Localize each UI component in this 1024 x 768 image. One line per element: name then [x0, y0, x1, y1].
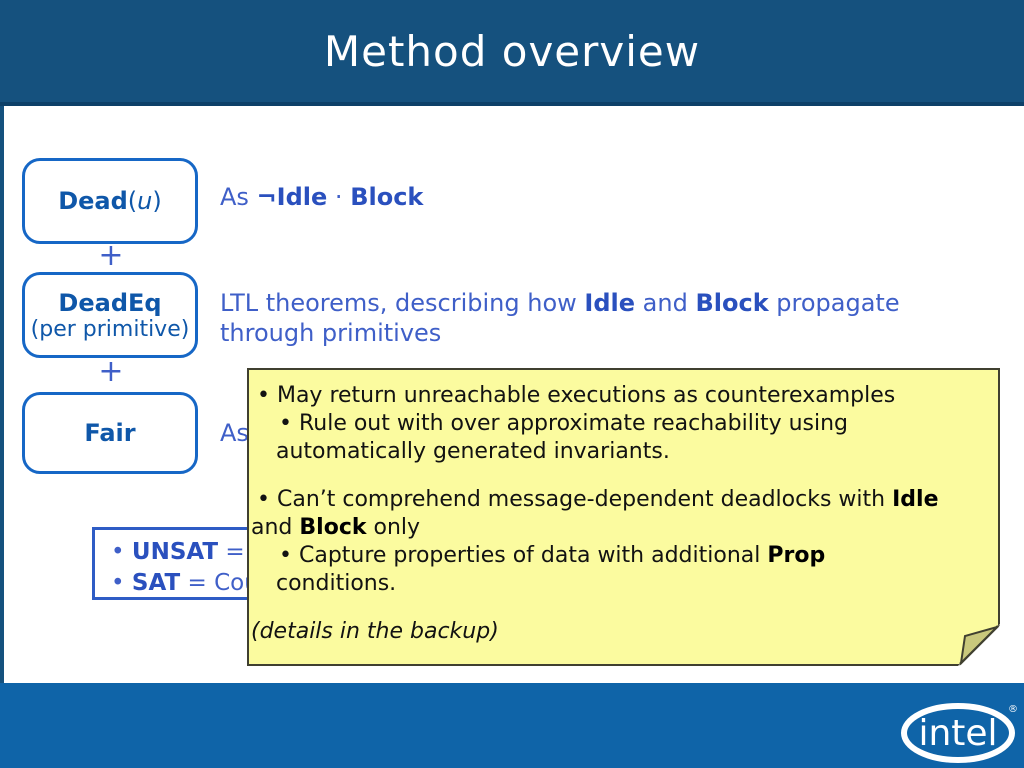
note-line: • Can’t comprehend message-dependent dea…	[257, 487, 939, 512]
dead-box: Dead(u)	[22, 158, 198, 244]
note-line: conditions.	[276, 571, 397, 596]
note-line: • Rule out with over approximate reachab…	[279, 411, 849, 436]
dead-box-label: Dead(u)	[58, 187, 162, 215]
sticky-note: • May return unreachable executions as c…	[247, 368, 1000, 666]
plus-sign-1: +	[98, 238, 124, 273]
note-line: automatically generated invariants.	[276, 439, 670, 464]
deadeq-description-line2: through primitives	[220, 319, 442, 347]
deadeq-description: LTL theorems, describing how Idle and Bl…	[220, 288, 900, 348]
note-line: • May return unreachable executions as c…	[257, 383, 896, 408]
fair-box: Fair	[22, 392, 198, 474]
slide-left-edge	[0, 106, 4, 683]
intel-logo-icon: intel ®	[901, 703, 1018, 763]
plus-sign-2: +	[98, 354, 124, 389]
folded-corner-icon	[958, 624, 1000, 666]
dead-description: As ¬Idle · Block	[220, 183, 424, 211]
deadeq-box-sublabel: (per primitive)	[30, 316, 190, 342]
svg-text:intel: intel	[918, 713, 997, 754]
deadeq-box-label: DeadEq	[58, 288, 162, 317]
note-backup-line: (details in the backup)	[251, 619, 499, 644]
deadeq-box: DeadEq (per primitive)	[22, 272, 198, 358]
fair-box-label: Fair	[84, 419, 136, 447]
header-bar: Method overview	[0, 0, 1024, 106]
footer-bar: intel ®	[0, 683, 1024, 768]
note-line: and Block only	[251, 515, 421, 540]
slide-title: Method overview	[323, 26, 701, 76]
note-line: • Capture properties of data with additi…	[279, 543, 826, 568]
sat-line: • SAT = Cou	[111, 570, 259, 596]
svg-text:®: ®	[1008, 704, 1018, 715]
deadeq-description-line1: LTL theorems, describing how Idle and Bl…	[220, 289, 900, 317]
fair-description: As	[220, 419, 249, 447]
